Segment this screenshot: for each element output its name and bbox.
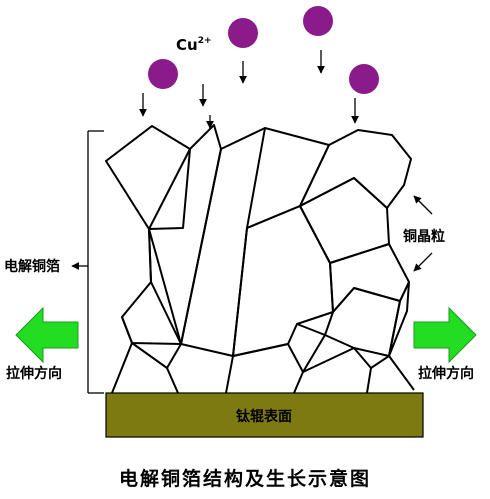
grain-5 xyxy=(232,205,334,357)
grain-13 xyxy=(166,367,179,394)
stretch-arrow-right xyxy=(413,306,477,364)
copper-grains xyxy=(105,124,415,394)
grain-11 xyxy=(111,316,133,394)
grain-8 xyxy=(324,287,401,357)
titanium-roller-surface xyxy=(105,392,424,438)
stretch-label-right: 拉伸方向 xyxy=(418,365,474,382)
cu-ion-group xyxy=(148,6,379,94)
cu-ion-label: Cu2+ xyxy=(176,36,212,54)
stretch-arrow-left xyxy=(15,306,79,364)
grain-15 xyxy=(232,343,304,394)
grain-16 xyxy=(302,347,355,373)
stretch-label-left: 拉伸方向 xyxy=(6,365,62,382)
grain-18 xyxy=(353,347,415,391)
cu-ion-1 xyxy=(148,59,178,89)
grain-6 xyxy=(299,177,390,264)
grain-12 xyxy=(131,342,182,369)
foil-bracket xyxy=(71,130,104,394)
grain-pointer-arrows xyxy=(413,195,433,272)
substrate-label: 钛辊表面 xyxy=(236,408,292,425)
grain-1 xyxy=(105,125,191,230)
deposition-arrows xyxy=(139,50,359,129)
grain-20 xyxy=(296,323,326,336)
grain-21 xyxy=(246,127,266,229)
cu-ion-3 xyxy=(303,6,333,36)
grain-14 xyxy=(225,355,234,394)
cu-ion-4 xyxy=(349,64,379,94)
grain-10 xyxy=(388,281,410,357)
grain-19 xyxy=(366,367,372,394)
figure-caption: 电解铜箔结构及生长示意图 xyxy=(119,467,371,490)
foil-label: 电解铜箔 xyxy=(4,258,60,275)
grain-2 xyxy=(148,124,222,345)
cu-ion-2 xyxy=(228,18,258,48)
grain-arrow-up xyxy=(413,195,433,215)
grain-17 xyxy=(302,334,326,373)
grain-arrow-down xyxy=(413,252,433,272)
grain-label: 铜晶粒 xyxy=(403,228,445,245)
grain-3 xyxy=(180,127,330,357)
